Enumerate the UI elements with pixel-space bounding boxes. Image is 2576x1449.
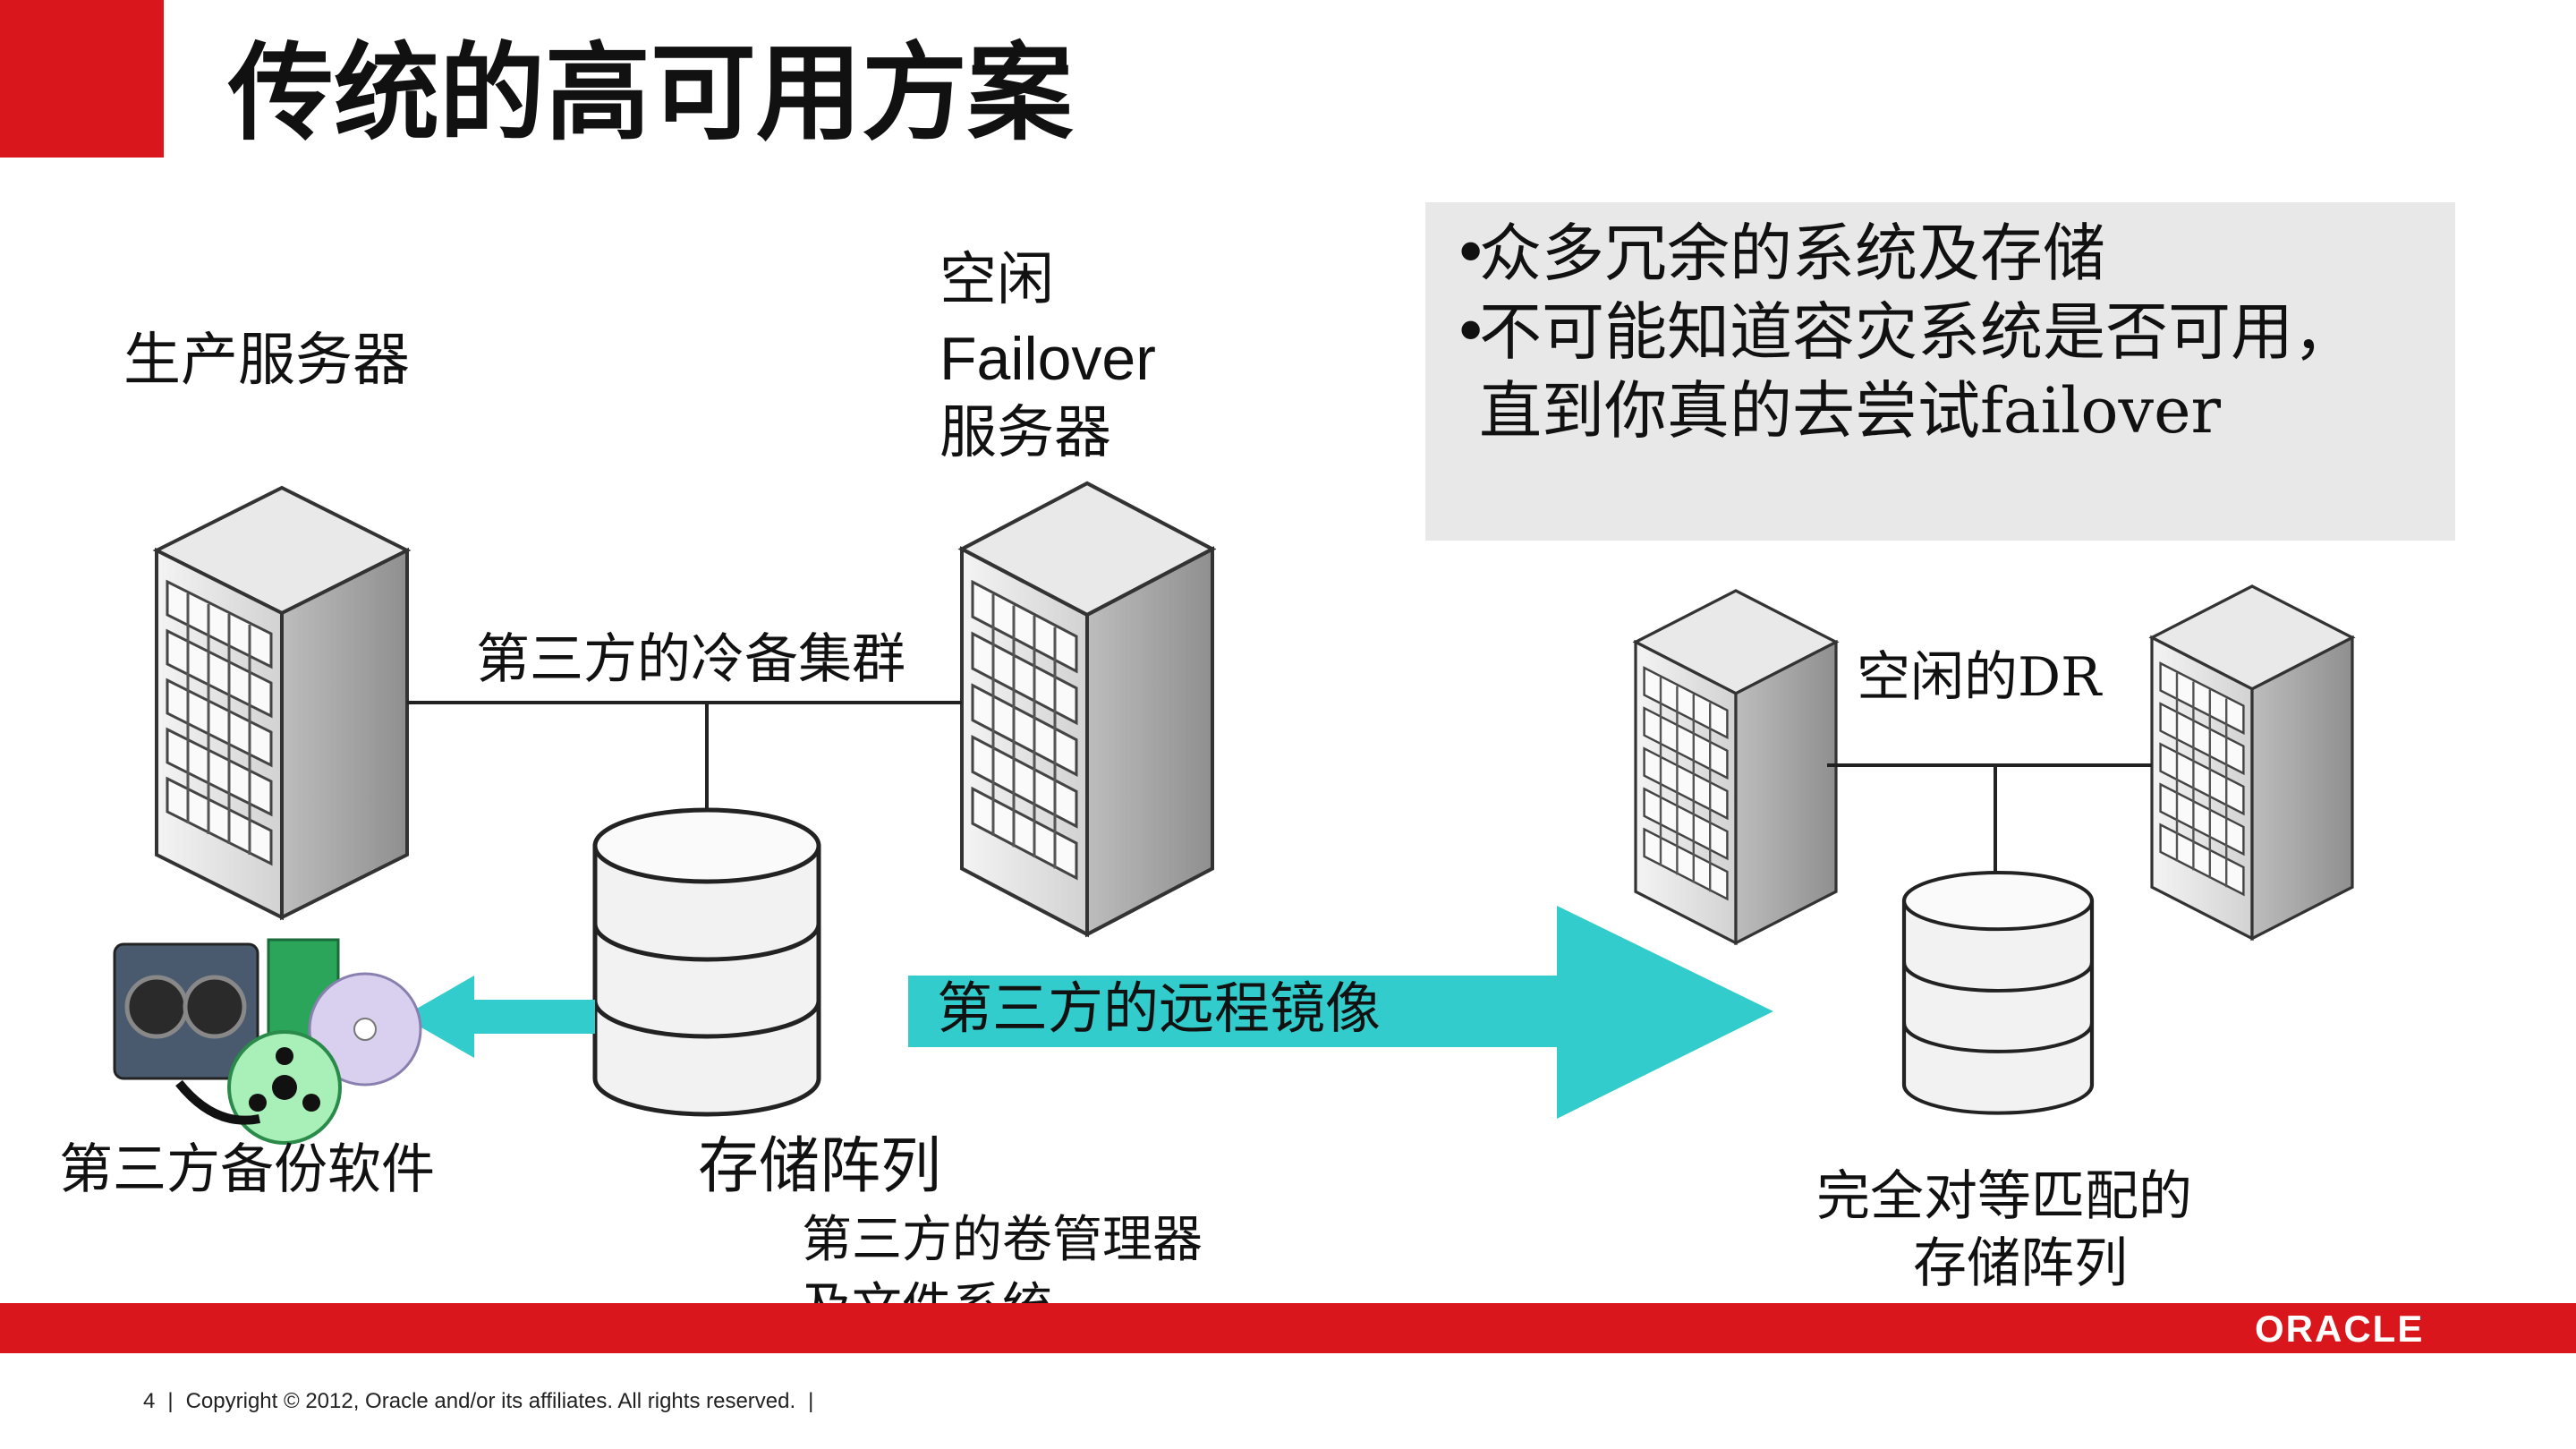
callout-box: •众多冗余的系统及存储 •不可能知道容灾系统是否可用， 直到你真的去尝试fail… bbox=[1425, 202, 2455, 541]
callout-bullet-2: •不可能知道容灾系统是否可用， bbox=[1452, 294, 2356, 372]
page-number: 4 bbox=[143, 1389, 156, 1413]
backup-software-label: 第三方备份软件 bbox=[59, 1138, 435, 1201]
failover-server-icon bbox=[962, 483, 1212, 934]
dr-storage-cylinder-icon bbox=[1904, 873, 2092, 1113]
production-server-icon bbox=[155, 486, 409, 919]
footer: 4|Copyright © 2012, Oracle and/or its af… bbox=[143, 1389, 814, 1413]
dr-server-right-icon bbox=[2150, 584, 2354, 941]
callout-continuation: 直到你真的去尝试failover bbox=[1479, 374, 2221, 447]
cold-cluster-label: 第三方的冷备集群 bbox=[476, 628, 905, 691]
backup-media-icon bbox=[113, 938, 422, 1145]
idle-dr-label: 空闲的DR bbox=[1857, 646, 2102, 709]
failover-label: Failover bbox=[939, 325, 1156, 393]
page-title: 传统的高可用方案 bbox=[228, 31, 1074, 155]
peer-storage-array-label: 存储阵列 bbox=[1913, 1232, 2128, 1295]
bullet-dot-icon: • bbox=[1452, 217, 1490, 290]
production-server-label: 生产服务器 bbox=[123, 328, 410, 394]
remote-mirror-label: 第三方的远程镜像 bbox=[937, 976, 1382, 1041]
idle-label: 空闲 bbox=[939, 247, 1054, 313]
callout-bullet-1: •众多冗余的系统及存储 bbox=[1452, 215, 2105, 294]
title-accent-block bbox=[0, 0, 164, 158]
oracle-logo: ORACLE bbox=[2255, 1308, 2425, 1350]
arrow-left-icon bbox=[403, 976, 595, 1058]
storage-array-label: 存储阵列 bbox=[698, 1131, 942, 1202]
copyright-text: Copyright © 2012, Oracle and/or its affi… bbox=[185, 1389, 796, 1413]
dr-server-left-icon bbox=[1634, 589, 1838, 945]
bullet-dot-icon: • bbox=[1452, 295, 1490, 369]
storage-cylinder-icon bbox=[595, 810, 819, 1114]
volume-manager-label: 第三方的卷管理器 bbox=[802, 1211, 1203, 1269]
arrow-right-icon bbox=[908, 906, 1773, 1119]
peer-storage-label: 完全对等匹配的 bbox=[1816, 1165, 2192, 1228]
bottom-brand-bar bbox=[0, 1303, 2576, 1353]
failover-server-label: 服务器 bbox=[939, 400, 1111, 466]
